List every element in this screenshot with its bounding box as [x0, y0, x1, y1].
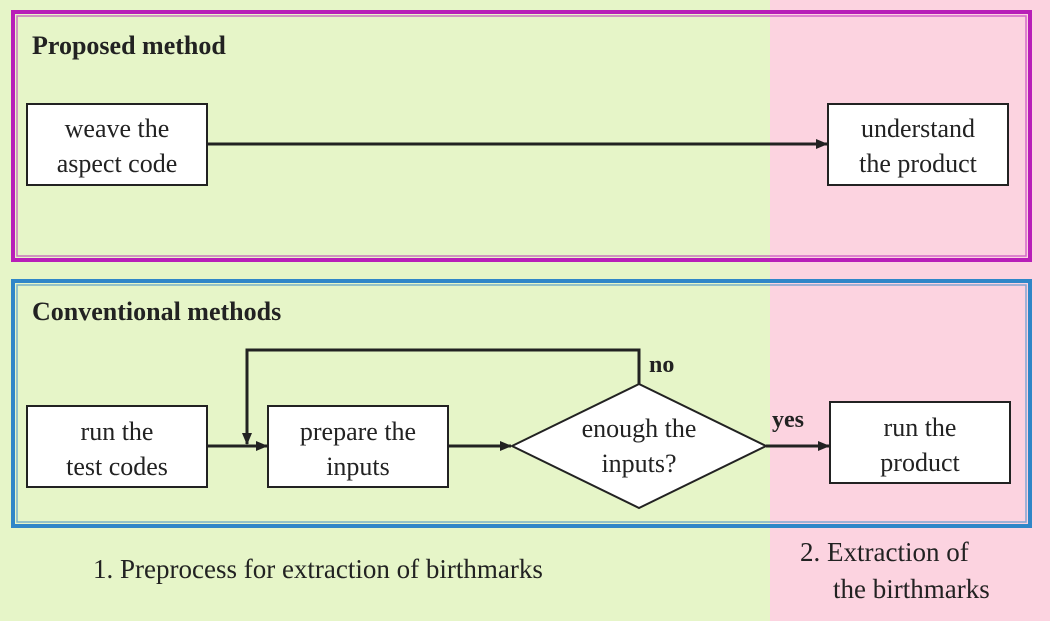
decision-line-1: enough the [582, 414, 697, 443]
proposed-method-frame [11, 10, 1032, 262]
run-tests-line-1: run the [81, 417, 154, 446]
prepare-line-1: prepare the [300, 417, 416, 446]
understand-product-box: understand the product [827, 103, 1009, 186]
understand-line-1: understand [861, 114, 975, 143]
run-product-box: run the product [829, 401, 1011, 484]
proposed-method-title: Proposed method [32, 31, 226, 60]
decision-line-2: inputs? [601, 449, 676, 478]
phase2-caption-line-2: the birthmarks [833, 574, 990, 604]
run-tests-line-2: test codes [66, 452, 168, 481]
run-product-line-2: product [880, 448, 960, 477]
understand-line-2: the product [859, 149, 977, 178]
conventional-methods-title: Conventional methods [32, 297, 281, 326]
phase2-caption-line-1: 2. Extraction of [800, 537, 969, 567]
weave-line-2: aspect code [57, 149, 178, 178]
phase1-caption: 1. Preprocess for extraction of birthmar… [93, 554, 543, 584]
conventional-methods-frame [11, 279, 1032, 528]
prepare-line-2: inputs [326, 452, 390, 481]
run-test-codes-box: run the test codes [26, 405, 208, 488]
enough-inputs-decision: enough the inputs? [509, 382, 769, 510]
yes-label: yes [772, 407, 804, 433]
weave-aspect-code-box: weave the aspect code [26, 103, 208, 186]
prepare-inputs-box: prepare the inputs [267, 405, 449, 488]
no-label: no [649, 352, 674, 378]
no-loop-arrow [242, 348, 641, 445]
run-product-line-1: run the [884, 413, 957, 442]
weave-line-1: weave the [65, 114, 170, 143]
